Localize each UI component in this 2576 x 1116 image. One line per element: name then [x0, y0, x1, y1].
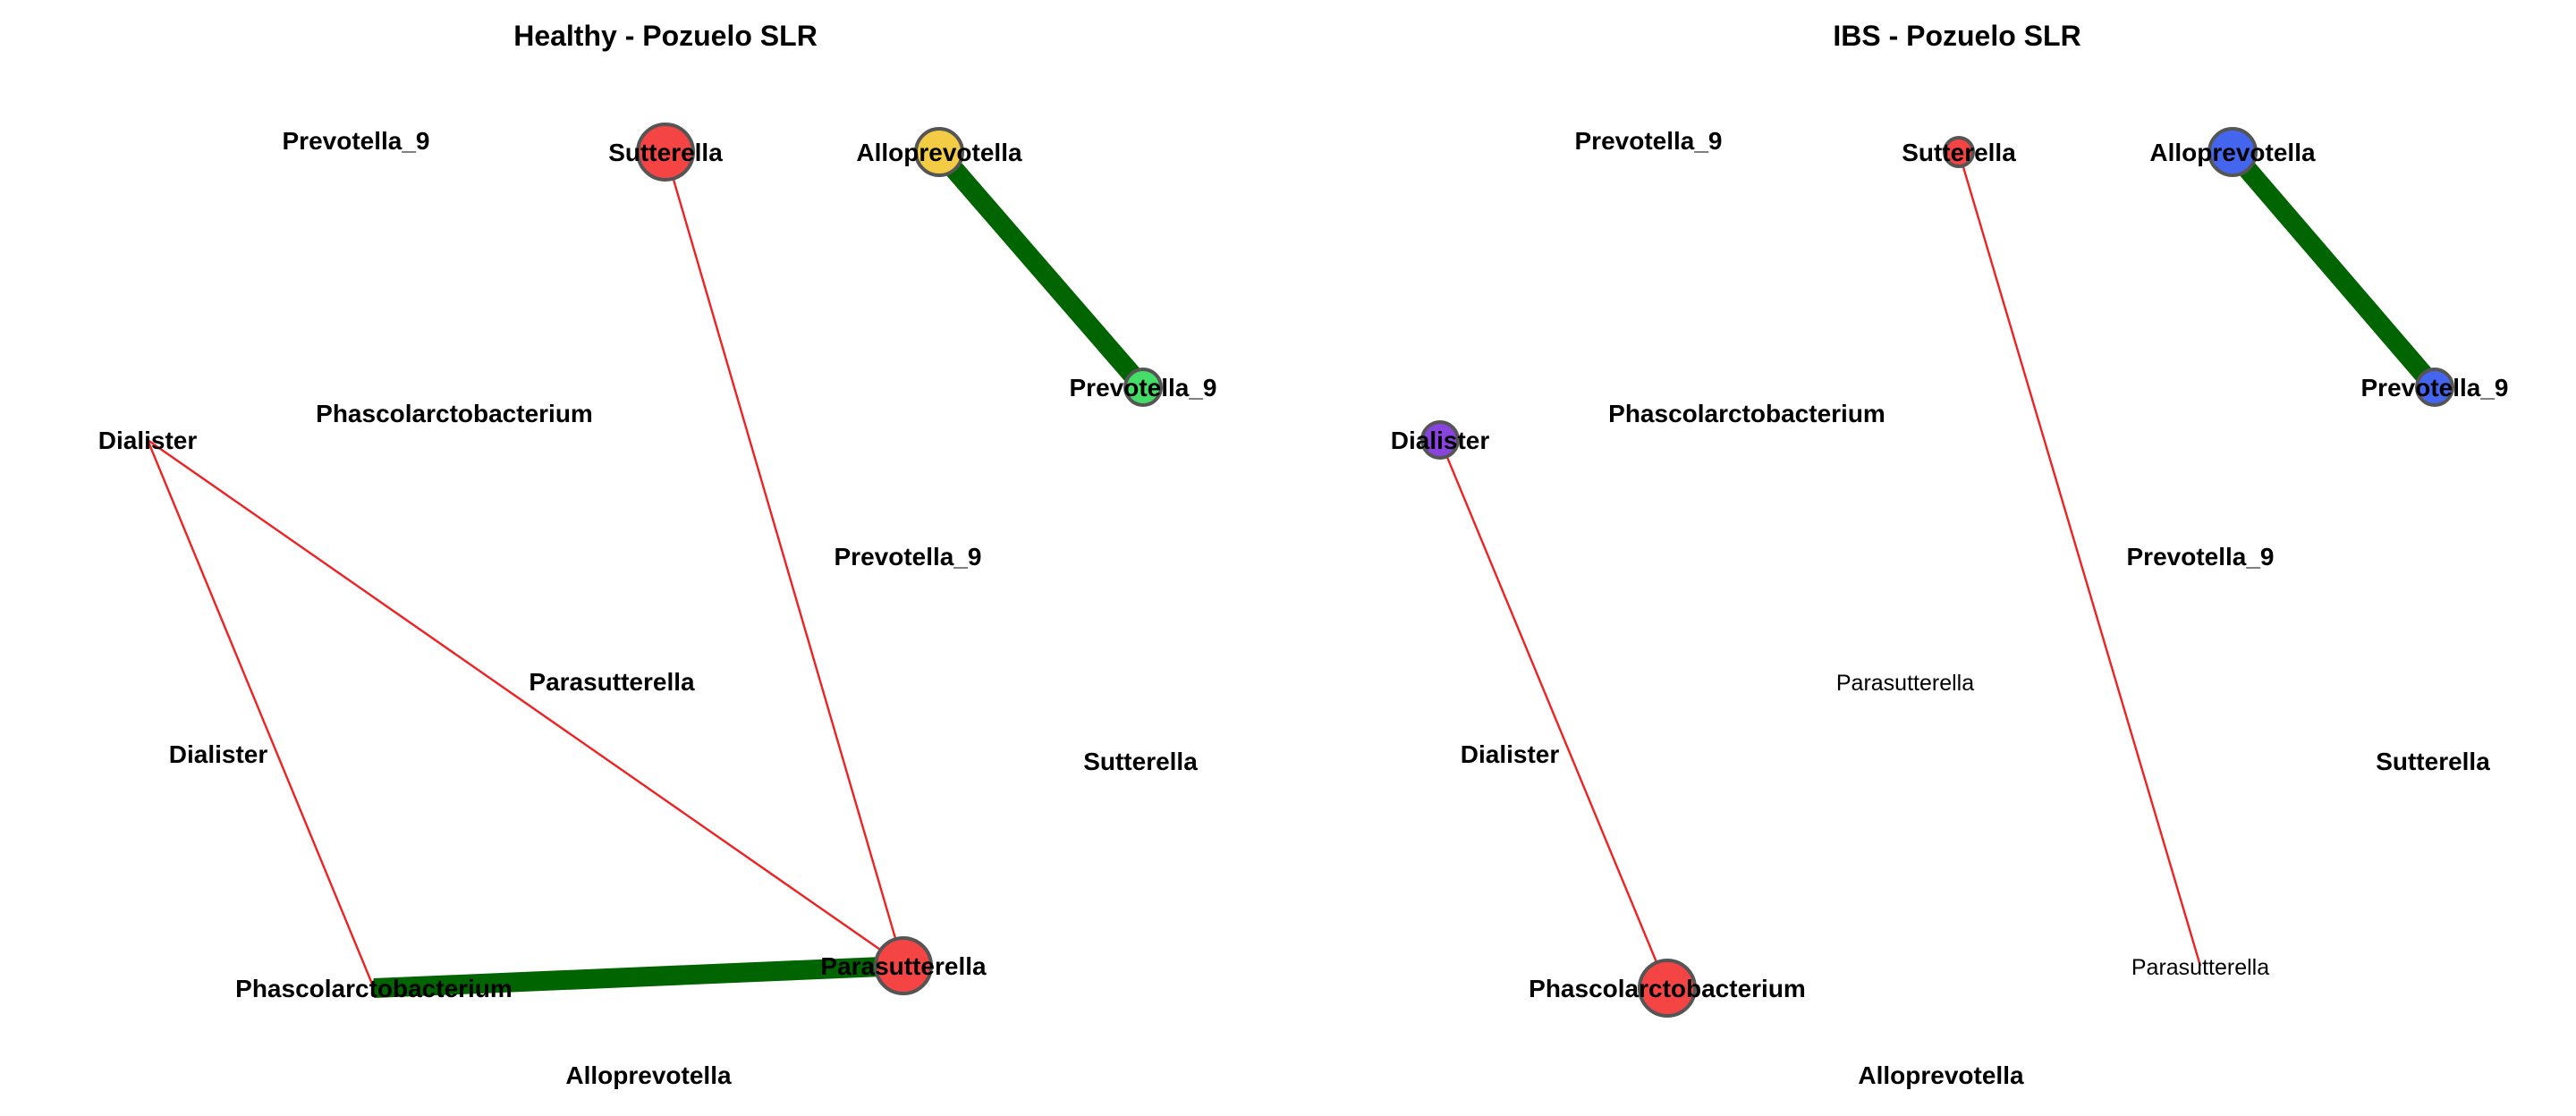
edge-negative-5-10	[1438, 439, 1669, 989]
node-label: Sutterella	[1083, 748, 1198, 775]
node-11: Parasutterella	[2131, 955, 2269, 980]
edge-negative-5-10	[146, 439, 376, 989]
node-label: Sutterella	[608, 139, 723, 166]
edge-negative-1-11	[664, 151, 905, 967]
node-8: Dialister	[1461, 740, 1560, 768]
node-12: Alloprevotella	[1858, 1061, 2024, 1089]
node-5: Dialister	[1391, 420, 1490, 460]
edge-positive-2-3	[2224, 145, 2443, 394]
edge-positive-2-3	[931, 145, 1151, 394]
node-circle	[636, 123, 695, 182]
node-3: Prevotella_9	[2361, 368, 2509, 407]
node-0: Prevotella_9	[283, 127, 430, 155]
node-label: Prevotella_9	[283, 127, 430, 155]
node-label: Parasutterella	[529, 668, 695, 696]
edge-negative-5-11	[147, 439, 904, 967]
node-label: Dialister	[1391, 427, 1490, 454]
node-label: Phascolarctobacterium	[1529, 975, 1806, 1002]
node-1: Sutterella	[608, 123, 723, 182]
node-label: Prevotella_9	[1070, 374, 1217, 402]
node-10: Phascolarctobacterium	[1529, 959, 1806, 1018]
node-9: Sutterella	[2376, 748, 2490, 775]
node-label: Alloprevotella	[1858, 1061, 2024, 1089]
node-4: Phascolarctobacterium	[1608, 400, 1885, 427]
node-4: Phascolarctobacterium	[316, 400, 593, 427]
node-label: Dialister	[98, 427, 198, 454]
node-7: Parasutterella	[529, 668, 695, 696]
node-circle	[1943, 136, 1975, 168]
node-circle	[2207, 127, 2258, 177]
node-label: Alloprevotella	[856, 139, 1022, 166]
node-7: Parasutterella	[1836, 671, 1974, 696]
node-circle	[1420, 420, 1460, 460]
node-circle	[874, 936, 933, 995]
node-label: Dialister	[169, 740, 268, 768]
node-label: Phascolarctobacterium	[316, 400, 593, 427]
node-label: Parasutterella	[2131, 955, 2269, 980]
node-0: Prevotella_9	[1575, 127, 1723, 155]
node-label: Alloprevotella	[2149, 139, 2316, 166]
node-11: Parasutterella	[820, 936, 987, 995]
node-label: Prevotella_9	[2127, 543, 2275, 571]
node-circle	[1123, 368, 1163, 407]
node-6: Prevotella_9	[2127, 543, 2275, 571]
node-2: Alloprevotella	[856, 127, 1022, 177]
panel-title-healthy: Healthy - Pozuelo SLR	[513, 20, 818, 52]
node-8: Dialister	[169, 740, 268, 768]
node-6: Prevotella_9	[835, 543, 982, 571]
node-circle	[2415, 368, 2454, 407]
node-label: Parasutterella	[820, 952, 987, 980]
panel-title-ibs: IBS - Pozuelo SLR	[1833, 20, 2080, 52]
node-12: Alloprevotella	[565, 1061, 732, 1089]
node-3: Prevotella_9	[1070, 368, 1217, 407]
node-circle	[914, 127, 964, 177]
edge-layer	[146, 145, 1151, 998]
node-9: Sutterella	[1083, 748, 1198, 775]
node-label: Parasutterella	[1836, 671, 1974, 696]
edge-layer	[1438, 145, 2443, 989]
node-label: Prevotella_9	[835, 543, 982, 571]
node-label: Alloprevotella	[565, 1061, 732, 1089]
node-label: Phascolarctobacterium	[235, 975, 513, 1002]
node-label: Prevotella_9	[2361, 374, 2509, 402]
node-circle	[1638, 959, 1697, 1018]
node-label: Phascolarctobacterium	[1608, 400, 1885, 427]
node-1: Sutterella	[1902, 136, 2016, 168]
node-10: Phascolarctobacterium	[235, 975, 513, 1002]
node-2: Alloprevotella	[2149, 127, 2316, 177]
node-label: Prevotella_9	[1575, 127, 1723, 155]
node-label: Sutterella	[2376, 748, 2490, 775]
node-5: Dialister	[98, 427, 198, 454]
edge-negative-1-11	[1957, 151, 2202, 967]
edge-positive-10-11	[373, 956, 904, 998]
node-label: Sutterella	[1902, 139, 2016, 166]
node-label: Dialister	[1461, 740, 1560, 768]
